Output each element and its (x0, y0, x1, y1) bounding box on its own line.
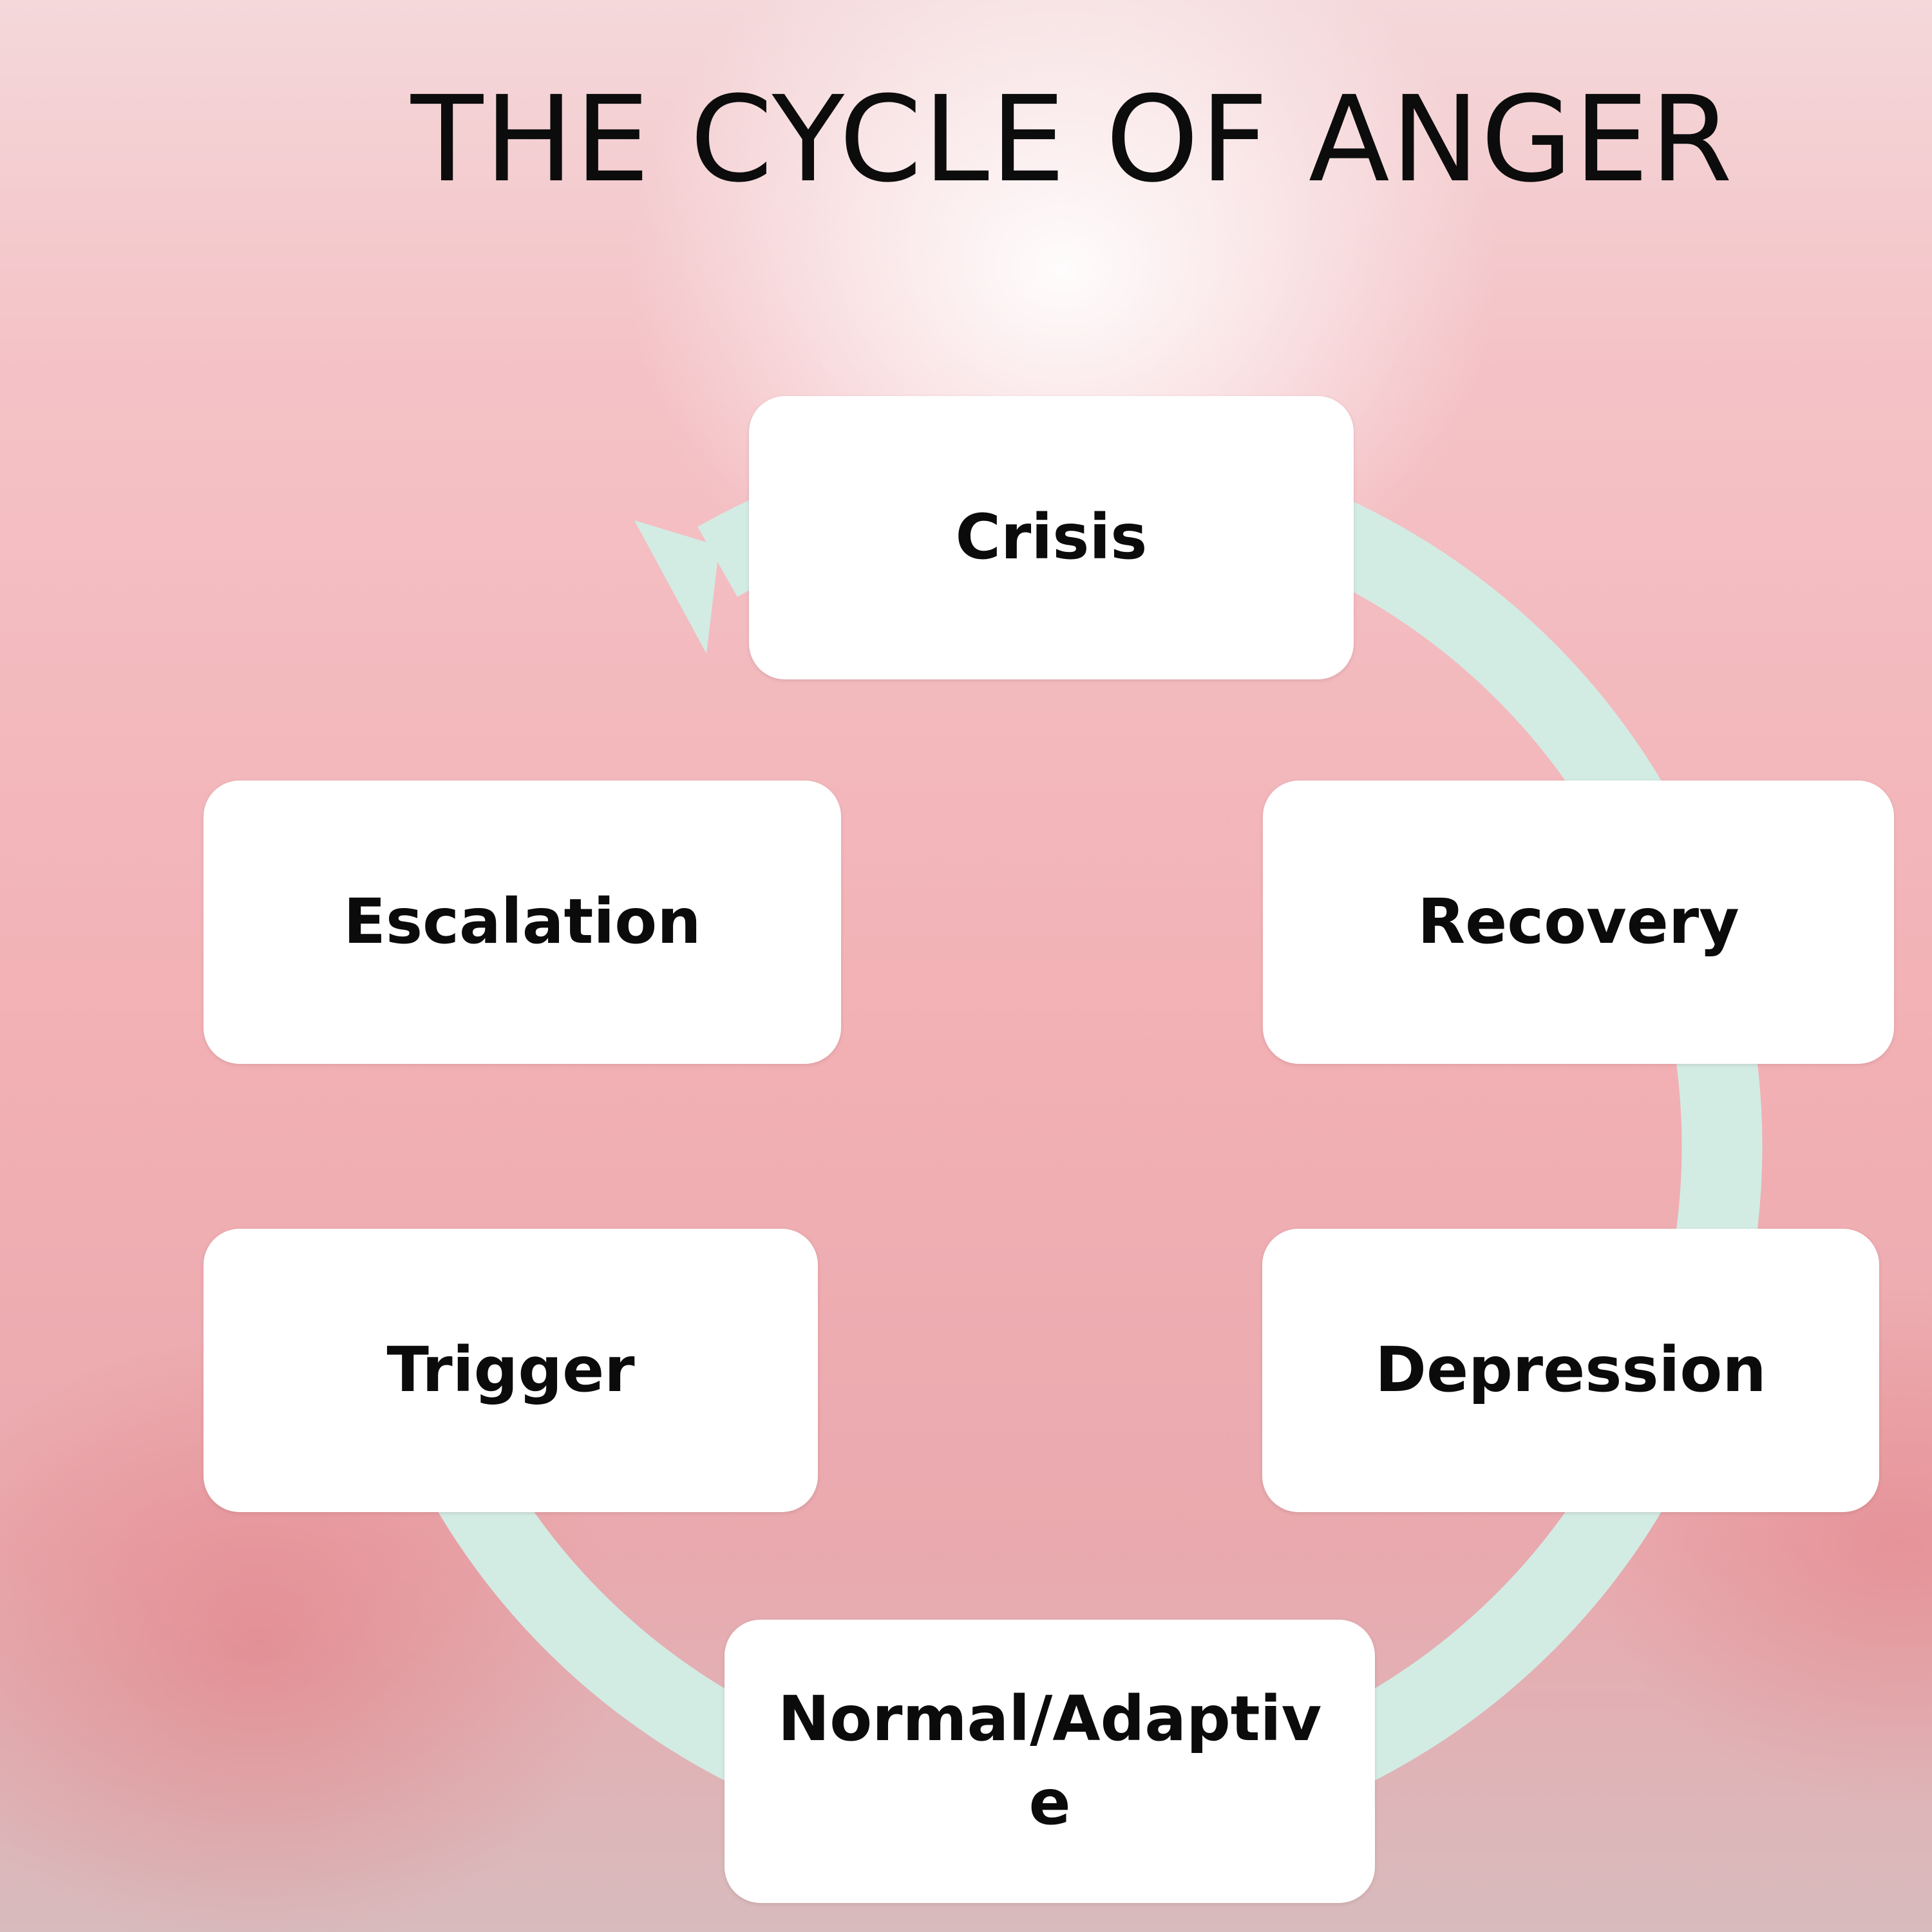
cycle-node-label: Trigger (386, 1334, 635, 1406)
cycle-node-crisis: Crisis (749, 396, 1354, 679)
cycle-node-label: Depression (1375, 1334, 1766, 1406)
cycle-node-label: Crisis (955, 501, 1148, 574)
cycle-arrowhead (634, 520, 719, 654)
page-title: THE CYCLE OF ANGER (410, 71, 1734, 209)
cycle-node-depression: Depression (1262, 1229, 1879, 1512)
cycle-node-trigger: Trigger (204, 1229, 818, 1512)
cycle-node-normal-adaptive: Normal/Adaptive (724, 1620, 1375, 1903)
cycle-node-label: Escalation (343, 886, 701, 958)
cycle-node-label: Recovery (1417, 886, 1739, 958)
cycle-node-label: Normal/Adaptive (777, 1683, 1322, 1839)
cycle-node-recovery: Recovery (1263, 781, 1894, 1064)
cycle-node-escalation: Escalation (204, 781, 841, 1064)
